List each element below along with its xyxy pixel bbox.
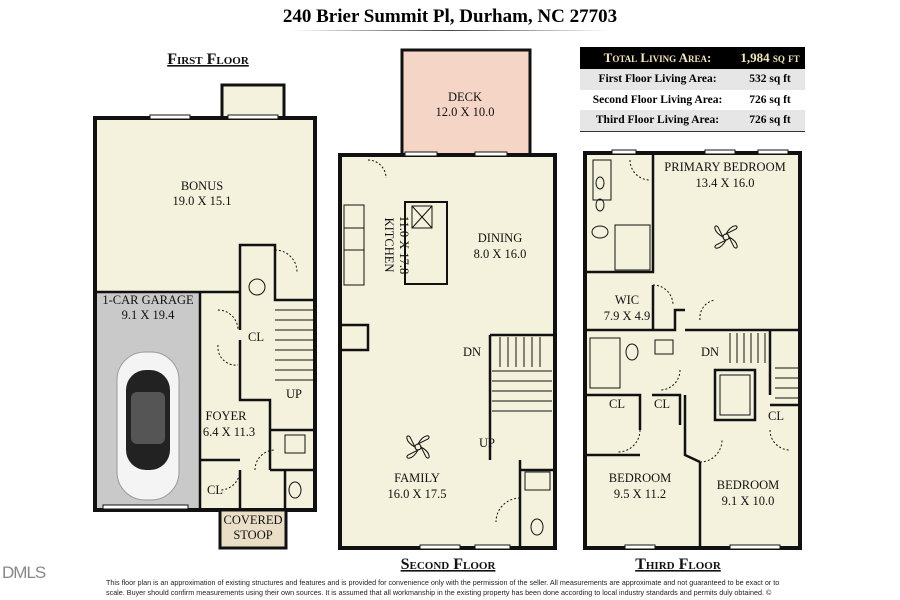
first-floor-plan: BONUS 19.0 X 15.1 1-CAR GARAGE 9.1 X 19.… xyxy=(93,51,317,550)
total-label: Total Living Area: xyxy=(603,50,712,65)
room-dims-deck: 12.0 X 10.0 xyxy=(435,105,494,119)
closet-label: CL xyxy=(207,483,223,497)
stairs-down-label: DN xyxy=(701,345,719,359)
room-name-stoop: STOOP xyxy=(233,528,272,542)
third-floor-stairs xyxy=(729,333,800,399)
room-dims-wic: 7.9 X 4.9 xyxy=(604,309,651,323)
area-value: 532 sq ft xyxy=(749,73,791,86)
room-dims-dining: 8.0 X 16.0 xyxy=(474,247,527,261)
room-name-foyer: FOYER xyxy=(206,409,248,423)
room-dims-foyer: 6.4 X 11.3 xyxy=(203,425,255,439)
total-living-area-row: Total Living Area: 1,984 sq ft xyxy=(580,47,805,69)
area-label: Second Floor Living Area: xyxy=(592,93,723,106)
total-value: 1,984 sq ft xyxy=(740,50,800,65)
area-label: Third Floor Living Area: xyxy=(595,114,720,127)
room-name-bonus: BONUS xyxy=(181,179,223,193)
area-row: Second Floor Living Area: 726 sq ft xyxy=(580,90,805,111)
third-floor-title: Third Floor xyxy=(635,556,722,573)
room-name-deck: DECK xyxy=(448,90,482,104)
room-dims-bedroom-3: 9.1 X 10.0 xyxy=(722,494,775,508)
room-name-bedroom-3: BEDROOM xyxy=(717,478,780,492)
area-value: 726 sq ft xyxy=(749,114,791,127)
car-icon xyxy=(116,351,180,501)
area-label: First Floor Living Area: xyxy=(598,73,717,86)
disclaimer-text: This floor plan is an approximation of e… xyxy=(106,578,780,597)
room-name-primary-bedroom: PRIMARY BEDROOM xyxy=(664,160,785,174)
second-floor-stairs xyxy=(492,337,552,412)
room-dims-primary-bedroom: 13.4 X 16.0 xyxy=(695,176,754,190)
covered-stoop xyxy=(218,508,288,550)
room-dims-bedroom-2: 9.5 X 11.2 xyxy=(614,487,666,501)
area-row: First Floor Living Area: 532 sq ft xyxy=(580,69,805,90)
living-area-table: Total Living Area: 1,984 sq ft First Flo… xyxy=(580,47,805,132)
first-floor-porch-bump xyxy=(220,83,286,120)
closet-label: CL xyxy=(768,409,784,423)
room-dims-garage: 9.1 X 19.4 xyxy=(122,308,176,322)
mls-logo: DMLS xyxy=(2,563,46,582)
second-floor-title: Second Floor xyxy=(401,556,497,573)
room-dims-bonus: 19.0 X 15.1 xyxy=(172,194,231,208)
third-floor-plan: PRIMARY BEDROOM 13.4 X 16.0 WIC 7.9 X 4.… xyxy=(583,149,802,573)
closet-label: CL xyxy=(248,330,264,344)
property-address-title: 240 Brier Summit Pl, Durham, NC 27703 xyxy=(282,6,618,27)
area-row: Third Floor Living Area: 726 sq ft xyxy=(580,110,805,131)
room-dims-family: 16.0 X 17.5 xyxy=(387,487,446,501)
first-floor-stairs xyxy=(275,309,315,381)
title-divider xyxy=(290,30,610,31)
sink-icon xyxy=(248,278,266,296)
room-name-dining: DINING xyxy=(478,231,522,245)
stairs-up-label: UP xyxy=(286,387,302,401)
room-name-family: FAMILY xyxy=(394,471,440,485)
room-name-kitchen: KITCHEN xyxy=(382,218,396,273)
area-value: 726 sq ft xyxy=(749,93,791,106)
closet-label: CL xyxy=(654,397,670,411)
room-name-wic: WIC xyxy=(615,293,639,307)
room-name-garage: 1-CAR GARAGE xyxy=(102,293,194,307)
room-name-stoop: COVERED xyxy=(223,513,282,527)
stairs-up-label: UP xyxy=(479,436,495,450)
stairs-down-label: DN xyxy=(463,345,481,359)
room-dims-kitchen: 11.0 X 17.8 xyxy=(397,216,411,275)
room-name-bedroom-2: BEDROOM xyxy=(609,471,672,485)
deck xyxy=(400,48,532,157)
first-floor-title: First Floor xyxy=(167,51,250,68)
closet-label: CL xyxy=(609,397,625,411)
second-floor-plan: DECK 12.0 X 10.0 KITCHEN 11.0 X 17.8 DIN… xyxy=(338,48,557,573)
